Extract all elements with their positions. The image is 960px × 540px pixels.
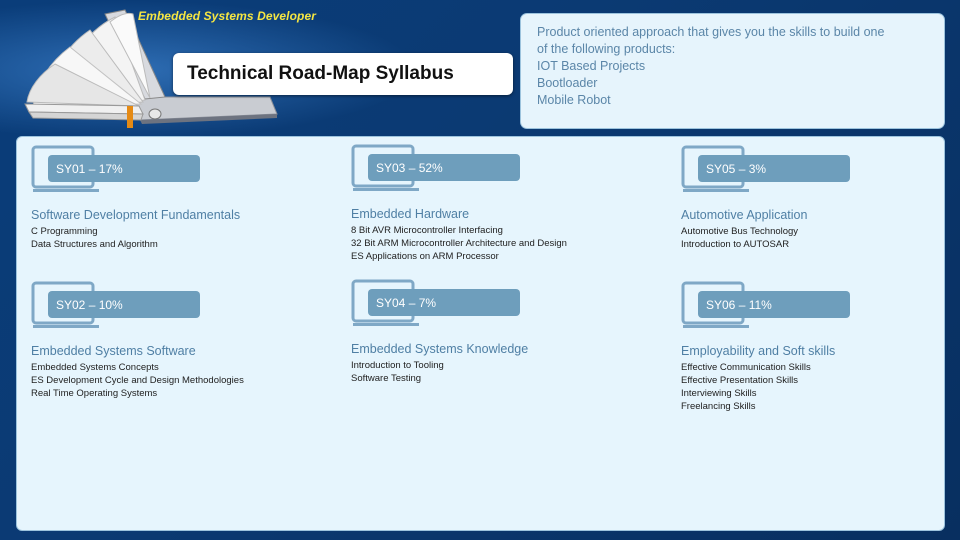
module-items: C Programming Data Structures and Algori… bbox=[31, 225, 158, 251]
module-title: Embedded Systems Software bbox=[31, 344, 196, 358]
title-box: Technical Road-Map Syllabus bbox=[173, 53, 513, 95]
module-item: Effective Presentation Skills bbox=[681, 375, 799, 386]
module-code-badge: SY04 – 7% bbox=[368, 289, 520, 316]
module-title: Automotive Application bbox=[681, 208, 808, 222]
module-item: Real Time Operating Systems bbox=[31, 388, 158, 399]
module-item: Effective Communication Skills bbox=[681, 362, 811, 373]
info-line: Mobile Robot bbox=[537, 93, 611, 107]
module-item: Data Structures and Algorithm bbox=[31, 239, 158, 250]
module-item: Software Testing bbox=[351, 373, 422, 384]
module-title: Employability and Soft skills bbox=[681, 344, 836, 358]
module-items: Introduction to Tooling Software Testing bbox=[351, 359, 444, 385]
module-item: ES Development Cycle and Design Methodol… bbox=[31, 375, 244, 386]
module-item: Automotive Bus Technology bbox=[681, 226, 799, 237]
info-line: Product oriented approach that gives you… bbox=[537, 25, 885, 39]
module-item: Embedded Systems Concepts bbox=[31, 362, 159, 373]
syllabus-panel: SY01 – 17% Software Development Fundamen… bbox=[16, 136, 945, 531]
info-line: Bootloader bbox=[537, 76, 598, 90]
info-line: of the following products: bbox=[537, 42, 676, 56]
info-box: Product oriented approach that gives you… bbox=[520, 13, 945, 129]
module-code-badge: SY05 – 3% bbox=[698, 155, 850, 182]
module-title: Software Development Fundamentals bbox=[31, 208, 241, 222]
module-items: 8 Bit AVR Microcontroller Interfacing 32… bbox=[351, 224, 567, 263]
brand-text: Embedded Systems Developer bbox=[138, 9, 317, 23]
info-line: IOT Based Projects bbox=[537, 59, 646, 73]
module-item: ES Applications on ARM Processor bbox=[351, 251, 499, 262]
module-code-badge: SY06 – 11% bbox=[698, 291, 850, 318]
module-item: C Programming bbox=[31, 226, 98, 237]
module-code-badge: SY01 – 17% bbox=[48, 155, 200, 182]
module-item: Introduction to AUTOSAR bbox=[681, 239, 790, 250]
module-item: 8 Bit AVR Microcontroller Interfacing bbox=[351, 225, 503, 236]
module-item: Interviewing Skills bbox=[681, 388, 757, 399]
module-title: Embedded Systems Knowledge bbox=[351, 342, 529, 356]
module-items: Effective Communication Skills Effective… bbox=[681, 361, 811, 413]
page-title: Technical Road-Map Syllabus bbox=[187, 63, 454, 84]
module-item: Introduction to Tooling bbox=[351, 360, 444, 371]
module-item: 32 Bit ARM Microcontroller Architecture … bbox=[351, 238, 567, 249]
module-items: Embedded Systems Concepts ES Development… bbox=[31, 361, 244, 400]
module-code-badge: SY03 – 52% bbox=[368, 154, 520, 181]
module-title: Embedded Hardware bbox=[351, 207, 470, 221]
module-item: Freelancing Skills bbox=[681, 401, 756, 412]
module-items: Automotive Bus Technology Introduction t… bbox=[681, 225, 798, 251]
open-book-laptop-icon bbox=[24, 9, 278, 128]
module-code-badge: SY02 – 10% bbox=[48, 291, 200, 318]
